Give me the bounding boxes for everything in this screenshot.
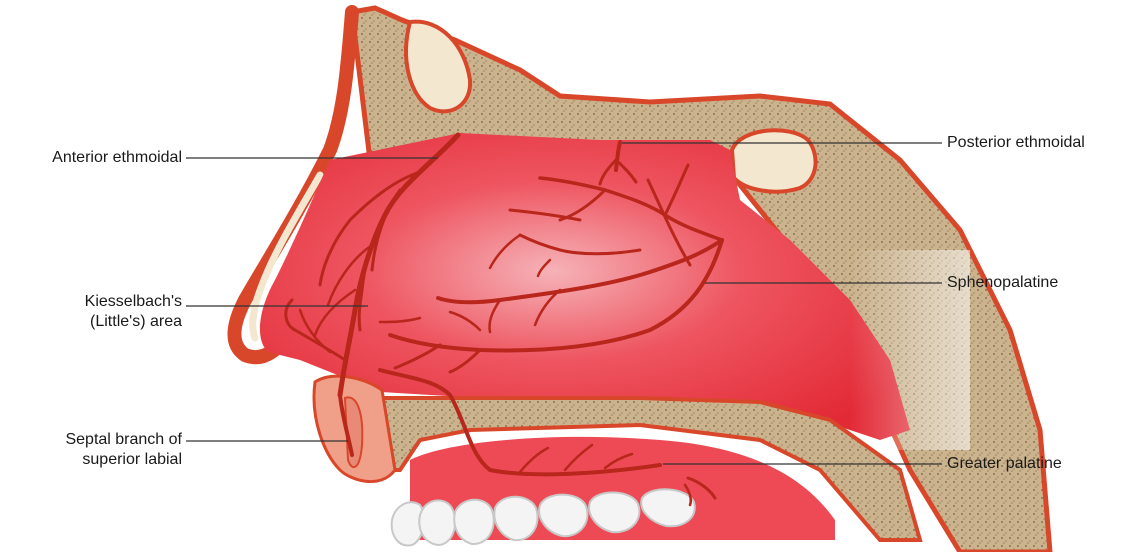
septal-branch-line-1: Septal branch of	[0, 430, 182, 450]
greater-palatine-text: Greater palatine	[947, 454, 1062, 474]
anterior-ethmoidal-text: Anterior ethmoidal	[0, 148, 182, 168]
kiesselbach-line-1: Kiesselbach's	[0, 292, 182, 312]
kiesselbach-line-2: (Little's) area	[0, 312, 182, 332]
label-kiesselbach-area: Kiesselbach's (Little's) area	[0, 292, 182, 332]
label-anterior-ethmoidal: Anterior ethmoidal	[0, 148, 182, 168]
label-septal-branch: Septal branch of superior labial	[0, 430, 182, 470]
sphenoid-sinus	[732, 130, 816, 191]
posterior-ethmoidal-text: Posterior ethmoidal	[947, 133, 1085, 153]
sphenopalatine-text: Sphenopalatine	[947, 273, 1058, 293]
septal-branch-line-2: superior labial	[0, 450, 182, 470]
label-greater-palatine: Greater palatine	[947, 454, 1062, 474]
label-posterior-ethmoidal: Posterior ethmoidal	[947, 133, 1085, 153]
label-sphenopalatine: Sphenopalatine	[947, 273, 1058, 293]
